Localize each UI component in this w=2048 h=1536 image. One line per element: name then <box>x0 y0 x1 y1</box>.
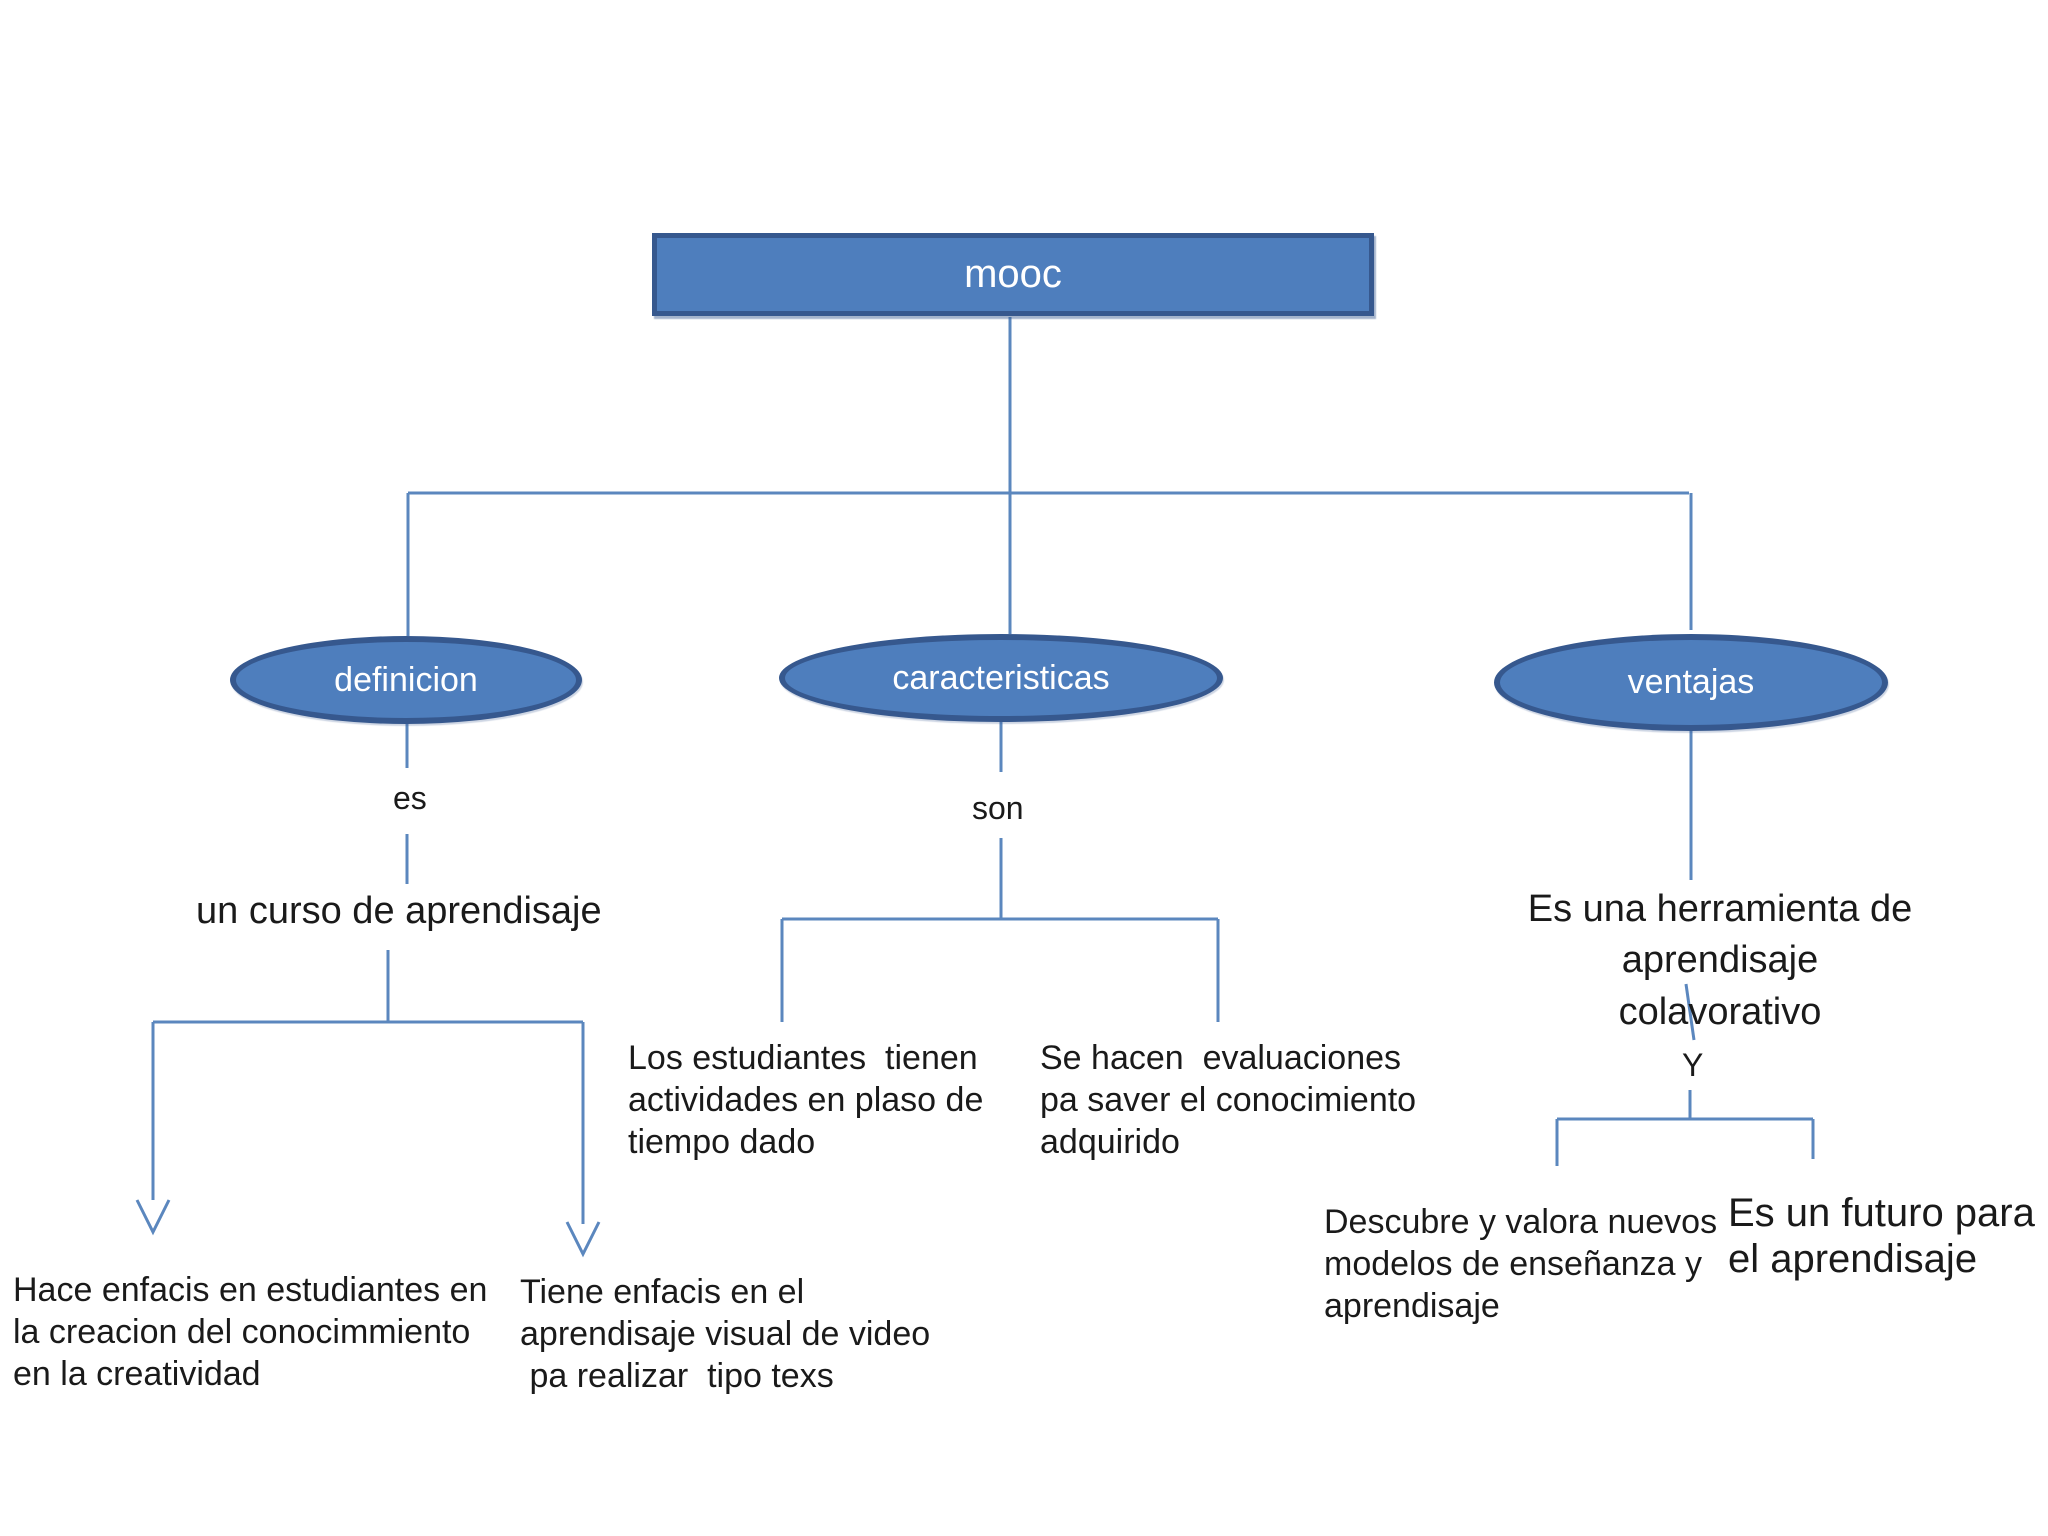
caracteristicas-leaf-right-text: Se hacen evaluaciones pa saver el conoci… <box>1040 1039 1417 1161</box>
caracteristicas-link-label: son <box>972 790 1024 826</box>
node-ventajas-label: ventajas <box>1627 663 1755 701</box>
node-caracteristicas: caracteristicas <box>779 634 1223 722</box>
node-definicion-label: definicion <box>334 660 478 699</box>
caracteristicas-leaf-left-text: Los estudiantes tienen actividades en pl… <box>628 1039 984 1161</box>
definicion-arrow-right-head <box>565 1221 601 1258</box>
definicion-leaf-right-text: Tiene enfacis en el aprendisaje visual d… <box>520 1273 931 1395</box>
node-ventajas: ventajas <box>1494 634 1888 731</box>
node-definicion: definicion <box>230 636 582 724</box>
root-node-mooc: mooc <box>652 233 1374 316</box>
definicion-leaf-left-text: Hace enfacis en estudiantes en la creaci… <box>13 1271 488 1393</box>
ventajas-summary-text: Es una herramienta de aprendisaje colavo… <box>1527 888 1913 1033</box>
definicion-link-label: es <box>393 780 427 816</box>
definicion-arrow-left-head <box>135 1199 171 1236</box>
root-node-label: mooc <box>964 252 1062 296</box>
ventajas-leaf-right-text: Es un futuro para el aprendisaje <box>1728 1191 2035 1281</box>
node-caracteristicas-label: caracteristicas <box>892 658 1110 697</box>
ventajas-link-label: Y <box>1682 1047 1704 1083</box>
ventajas-slant-line <box>1684 983 1696 1041</box>
ventajas-leaf-left-text: Descubre y valora nuevos modelos de ense… <box>1324 1203 1718 1325</box>
definicion-summary-text: un curso de aprendisaje <box>196 890 602 932</box>
